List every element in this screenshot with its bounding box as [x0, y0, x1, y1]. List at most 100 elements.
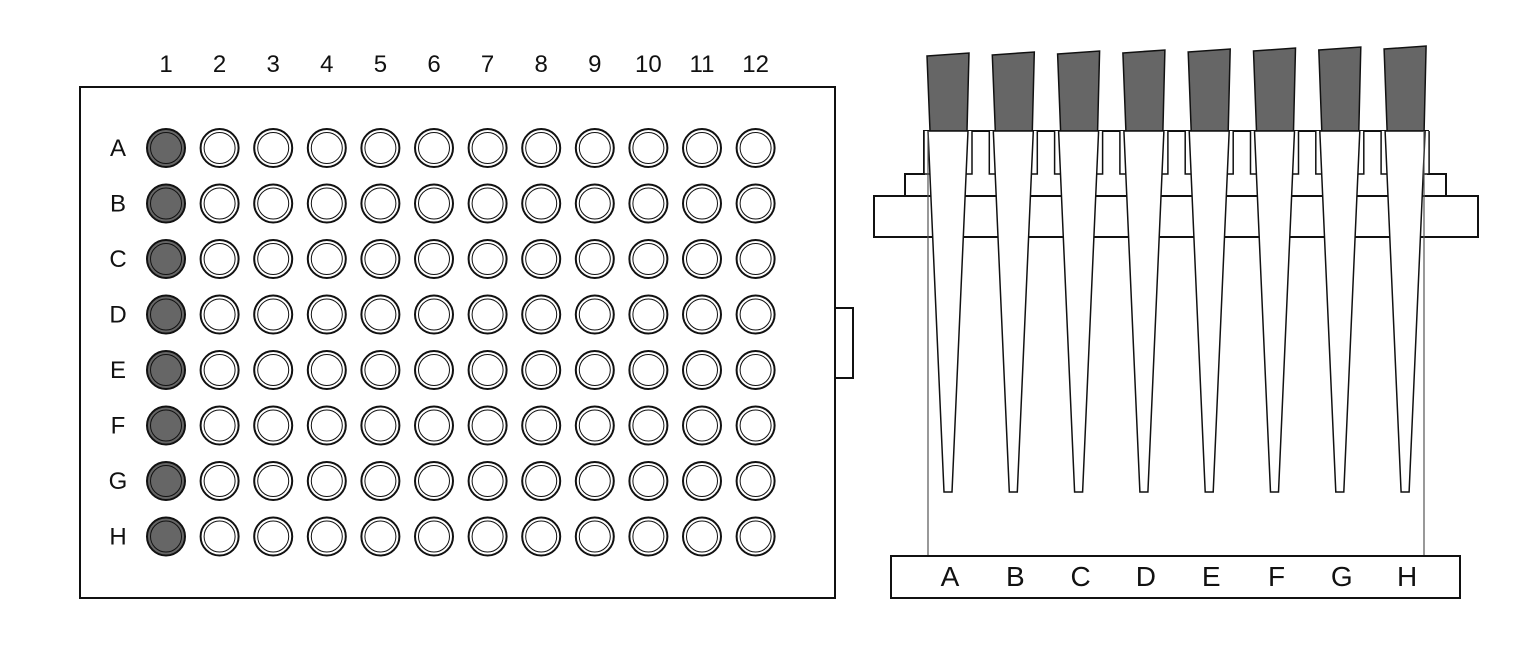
row-label-H: H: [109, 524, 126, 551]
well-rim-G4: [310, 465, 343, 497]
column-label-8: 8: [535, 51, 548, 78]
well-G12: [735, 461, 776, 501]
well-G10: [628, 461, 669, 501]
well-A9: [574, 128, 615, 168]
column-label-10: 10: [635, 51, 662, 78]
wells-grid: [146, 128, 776, 557]
well-A8: [521, 128, 562, 168]
well-B5: [360, 183, 401, 224]
well-C5: [360, 239, 401, 279]
well-B11: [682, 183, 722, 224]
well-rim-D10: [632, 298, 665, 331]
column-label-7: 7: [481, 51, 494, 78]
well-rim-A9: [578, 132, 611, 164]
well-rim-H6: [418, 520, 450, 553]
well-rim-A12: [739, 132, 772, 164]
well-rim-F7: [471, 409, 504, 442]
well-H8: [521, 516, 562, 557]
well-rim-D9: [578, 298, 611, 331]
well-rim-H10: [632, 520, 665, 553]
well-D6: [414, 294, 454, 335]
well-rim-F11: [686, 409, 718, 442]
well-H1: [146, 516, 186, 557]
well-rim-A7: [471, 132, 504, 164]
well-G1: [146, 461, 186, 501]
well-C3: [253, 239, 294, 279]
tip-body-D: [1123, 130, 1165, 493]
well-A5: [360, 128, 401, 168]
well-rim-G11: [686, 465, 718, 497]
well-F7: [467, 405, 508, 446]
well-G3: [253, 461, 294, 501]
channel-label-bar: [890, 555, 1461, 599]
well-D4: [306, 294, 347, 335]
column-label-6: 6: [427, 51, 440, 78]
column-label-11: 11: [690, 51, 715, 78]
well-rim-C5: [364, 243, 397, 275]
tip-body-C: [1057, 130, 1100, 493]
well-B12: [735, 183, 776, 224]
well-D9: [574, 294, 615, 335]
row-label-C: C: [109, 246, 126, 273]
well-rim-H7: [471, 520, 504, 553]
tip-body-F: [1253, 130, 1296, 493]
well-rim-D6: [418, 298, 450, 331]
well-rim-E3: [257, 354, 290, 386]
well-B6: [414, 183, 454, 224]
well-rim-C1: [150, 243, 182, 275]
column-label-4: 4: [320, 51, 333, 78]
well-A7: [467, 128, 508, 168]
well-rim-F8: [525, 409, 558, 442]
well-G8: [521, 461, 562, 501]
well-rim-D11: [686, 298, 718, 331]
well-E6: [414, 350, 454, 390]
well-rim-H5: [364, 520, 397, 553]
well-G9: [574, 461, 615, 501]
well-rim-C9: [578, 243, 611, 275]
well-rim-B2: [203, 187, 236, 220]
well-rim-G3: [257, 465, 290, 497]
well-rim-D3: [257, 298, 290, 331]
well-rim-E4: [310, 354, 343, 386]
well-E4: [306, 350, 347, 390]
well-rim-F5: [364, 409, 397, 442]
well-G7: [467, 461, 508, 501]
well-rim-A2: [203, 132, 236, 164]
well-C11: [682, 239, 722, 279]
well-A11: [682, 128, 722, 168]
well-E5: [360, 350, 401, 390]
channel-label-H: H: [1397, 561, 1417, 592]
row-label-D: D: [109, 302, 126, 329]
well-rim-E6: [418, 354, 450, 386]
well-E10: [628, 350, 669, 390]
well-F8: [521, 405, 562, 446]
well-B9: [574, 183, 615, 224]
row-label-A: A: [110, 135, 126, 162]
column-label-3: 3: [267, 51, 280, 78]
well-rim-F9: [578, 409, 611, 442]
well-rim-G12: [739, 465, 772, 497]
well-rim-A11: [686, 132, 718, 164]
well-rim-B12: [739, 187, 772, 220]
well-rim-E12: [739, 354, 772, 386]
well-rim-A8: [525, 132, 558, 164]
well-rim-H8: [525, 520, 558, 553]
well-C10: [628, 239, 669, 279]
well-rim-D8: [525, 298, 558, 331]
well-rim-F2: [203, 409, 236, 442]
channel-label-E: E: [1202, 561, 1221, 592]
well-rim-G6: [418, 465, 450, 497]
well-F12: [735, 405, 776, 446]
well-F6: [414, 405, 454, 446]
well-rim-C3: [257, 243, 290, 275]
tip-body-A: [927, 130, 969, 493]
well-C8: [521, 239, 562, 279]
well-A2: [199, 128, 240, 168]
well-E7: [467, 350, 508, 390]
well-rim-B5: [364, 187, 397, 220]
tip-collar-C: [1056, 50, 1101, 132]
well-B2: [199, 183, 240, 224]
well-rim-H2: [203, 520, 236, 553]
well-F5: [360, 405, 401, 446]
